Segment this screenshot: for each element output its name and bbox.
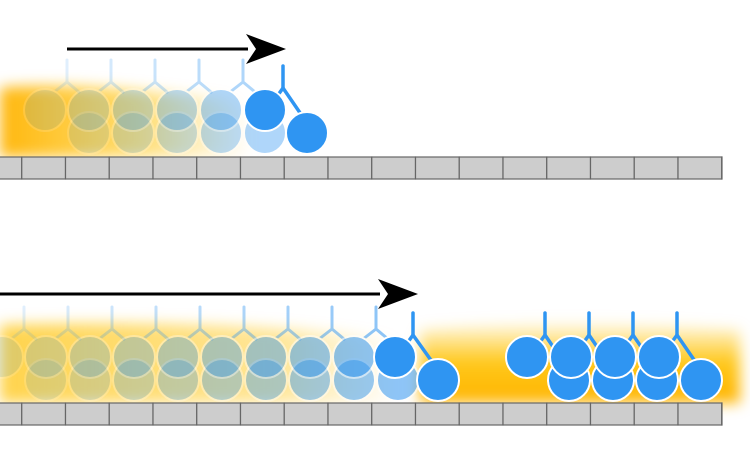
bottom-track-segment xyxy=(108,402,154,426)
top-track-segment xyxy=(239,156,285,180)
top-trail xyxy=(0,85,252,157)
top-ghost-motor-head xyxy=(67,111,111,155)
top-ghost-motor xyxy=(155,58,243,155)
bottom-stationary-motor-head xyxy=(549,335,593,379)
top-ghost-motors xyxy=(23,58,287,155)
bottom-ghost-motor xyxy=(68,305,156,402)
bottom-ghost-motor xyxy=(156,305,244,402)
bottom-ghost-motor xyxy=(200,305,288,402)
top-track-segment xyxy=(677,156,723,180)
bottom-stationary-motor-head xyxy=(505,335,549,379)
top-track-segment xyxy=(414,156,460,180)
bottom-ghost-motor xyxy=(112,305,200,402)
bottom-track-segment xyxy=(633,402,679,426)
top-track-segment xyxy=(371,156,417,180)
top-track-segment xyxy=(633,156,679,180)
bottom-trail xyxy=(0,323,400,403)
top-ghost-motor xyxy=(67,58,155,155)
bottom-ghost-motor-head xyxy=(112,358,156,402)
bottom-track-segment xyxy=(196,402,242,426)
bottom-ghost-motor-head xyxy=(112,335,156,379)
bottom-track-segment xyxy=(239,402,285,426)
bottom-ghost-motor xyxy=(244,305,332,402)
bottom-panel xyxy=(0,279,740,426)
bottom-ghost-motor-head xyxy=(200,335,244,379)
bottom-track-segment xyxy=(152,402,198,426)
bottom-active-motor xyxy=(373,311,460,402)
bottom-stationary-motor-head xyxy=(679,358,723,402)
top-track-segment xyxy=(152,156,198,180)
top-track-segment xyxy=(502,156,548,180)
top-track-segment xyxy=(0,156,23,180)
top-ghost-motor-head xyxy=(199,111,243,155)
top-ghost-motor-head xyxy=(111,88,155,132)
bottom-ghost-motor-head xyxy=(156,358,200,402)
bottom-ghost-motor-head xyxy=(244,358,288,402)
top-ghost-motor-head xyxy=(67,88,111,132)
bottom-track-segment xyxy=(414,402,460,426)
bottom-track-segment xyxy=(677,402,723,426)
top-track xyxy=(0,156,723,180)
bottom-ghost-motor xyxy=(0,305,68,402)
bottom-track-segment xyxy=(502,402,548,426)
bottom-ghost-motor-head xyxy=(244,335,288,379)
bottom-track-segment xyxy=(0,402,23,426)
top-active-motor-head xyxy=(243,88,287,132)
bottom-ghost-motor-head xyxy=(288,358,332,402)
bottom-ghost-motor xyxy=(24,305,112,402)
bottom-ghost-motors xyxy=(0,305,420,402)
bottom-track-segment xyxy=(589,402,635,426)
top-track-segment xyxy=(283,156,329,180)
bottom-ghost-motor-head xyxy=(156,335,200,379)
top-active-motor xyxy=(243,64,329,155)
bottom-ghost-motor-head xyxy=(200,358,244,402)
top-ghost-motor xyxy=(23,58,111,155)
bottom-track-segment xyxy=(21,402,67,426)
bottom-ghost-motor-head xyxy=(68,358,112,402)
top-ghost-motor-head xyxy=(111,111,155,155)
bottom-ghost-motor-head xyxy=(24,358,68,402)
top-active-motor xyxy=(243,64,329,155)
bottom-active-motor-head xyxy=(373,335,417,379)
bottom-track-segment xyxy=(458,402,504,426)
bottom-track-segment xyxy=(546,402,592,426)
top-track-segment xyxy=(546,156,592,180)
bottom-track-segment xyxy=(327,402,373,426)
bottom-stationary-motor xyxy=(637,311,723,402)
bottom-track-segment xyxy=(283,402,329,426)
bottom-ghost-motor-head xyxy=(332,335,376,379)
top-active-motor-head xyxy=(285,111,329,155)
bottom-track-segment xyxy=(64,402,110,426)
bottom-stationary-motors xyxy=(505,311,723,402)
top-ghost-motor xyxy=(111,58,199,155)
top-ghost-motor-head xyxy=(199,88,243,132)
top-track-segment xyxy=(458,156,504,180)
bottom-ghost-motor-head xyxy=(0,335,24,379)
top-ghost-motor-head xyxy=(155,88,199,132)
top-track-segment xyxy=(196,156,242,180)
bottom-track-segment xyxy=(371,402,417,426)
bottom-stationary-motor-head xyxy=(593,335,637,379)
bottom-active-motor xyxy=(373,311,460,402)
top-track-segment xyxy=(589,156,635,180)
top-panel xyxy=(0,34,723,180)
top-track-segment xyxy=(21,156,67,180)
bottom-ghost-motor-head xyxy=(68,335,112,379)
bottom-ghost-motor-head xyxy=(24,335,68,379)
top-ghost-motor-head xyxy=(155,111,199,155)
top-track-segment xyxy=(327,156,373,180)
bottom-ghost-motor-head xyxy=(288,335,332,379)
top-track-segment xyxy=(108,156,154,180)
bottom-stationary-motor-head xyxy=(637,335,681,379)
bottom-track xyxy=(0,402,723,426)
bottom-active-motor-head xyxy=(416,358,460,402)
top-ghost-motor-head xyxy=(23,88,67,132)
top-track-segment xyxy=(64,156,110,180)
